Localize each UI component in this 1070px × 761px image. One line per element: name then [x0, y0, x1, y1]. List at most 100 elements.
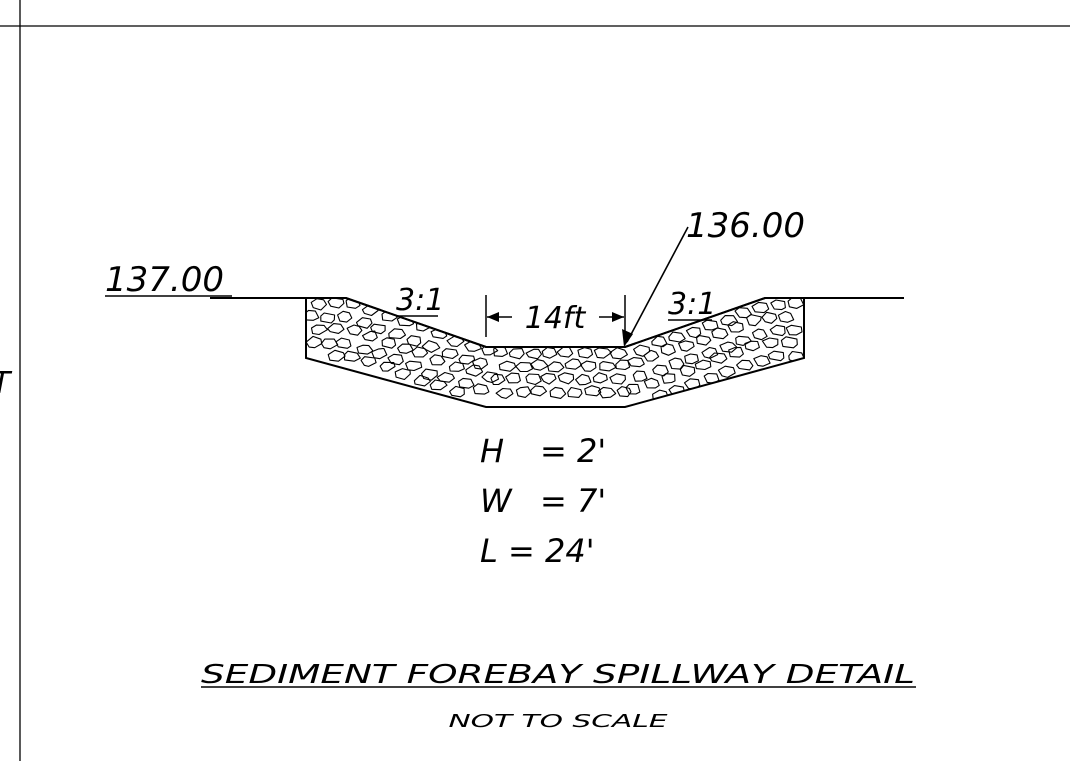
riprap-stone: [327, 323, 345, 334]
riprap-stone: [751, 328, 768, 341]
riprap-stone: [627, 356, 645, 368]
riprap-stone: [490, 373, 506, 386]
riprap-stone: [678, 340, 695, 352]
riprap-stone: [609, 347, 628, 360]
dimension-arrow-left: [487, 312, 499, 322]
riprap-stone: [711, 327, 729, 340]
riprap-stone: [465, 364, 484, 377]
riprap-stone: [761, 337, 779, 349]
riprap-stone: [577, 347, 594, 359]
riprap-stone: [405, 360, 423, 372]
riprap-stone: [515, 361, 534, 373]
riprap-stone: [371, 347, 388, 360]
width-spec-value: = 7': [540, 482, 606, 520]
riprap-stone: [441, 348, 459, 360]
riprap-stone: [449, 385, 465, 398]
riprap-stone: [493, 345, 509, 357]
riprap-stone: [421, 340, 441, 353]
riprap-stone: [327, 349, 346, 362]
riprap-stone: [579, 360, 597, 372]
riprap-stone: [379, 361, 396, 372]
riprap-stone: [436, 371, 455, 383]
riprap-stone: [684, 353, 699, 365]
bottom-width-label: 14ft: [525, 301, 587, 336]
riprap-stone: [343, 350, 361, 362]
riprap-stone: [616, 386, 632, 398]
riprap-stone: [652, 364, 669, 377]
right-slope-label: 3:1: [668, 287, 716, 322]
riprap-stone: [327, 298, 345, 309]
riprap-stone: [429, 354, 446, 366]
riprap-stone: [643, 349, 660, 362]
riprap-stone: [541, 346, 558, 359]
riprap-section-outline: [305, 297, 805, 408]
riprap-stone: [787, 298, 804, 309]
riprap-stone: [761, 311, 778, 324]
riprap-stone: [557, 372, 575, 385]
riprap-stone: [597, 386, 617, 399]
length-spec-value: = 24': [508, 532, 595, 570]
riprap-stone: [770, 299, 786, 311]
riprap-stone: [736, 359, 754, 371]
riprap-stone: [575, 373, 592, 386]
riprap-stone: [413, 374, 431, 387]
riprap-stone: [592, 372, 608, 384]
riprap-stone: [498, 360, 517, 372]
riprap-stone: [661, 373, 676, 384]
riprap-stone: [458, 354, 476, 365]
riprap-stone: [458, 377, 475, 389]
riprap-stone: [727, 321, 744, 333]
riprap-stone: [310, 298, 328, 311]
riprap-stone: [643, 377, 660, 389]
riprap-stone: [785, 324, 803, 336]
riprap-stone: [515, 386, 532, 398]
riprap-stone: [615, 359, 631, 371]
riprap-stone: [411, 346, 429, 358]
riprap-stone: [567, 386, 583, 398]
riprap-stone: [549, 386, 567, 399]
riprap-stone: [751, 301, 770, 314]
riprap-stone: [525, 373, 542, 386]
riprap-stone: [355, 317, 373, 329]
riprap-stone: [310, 324, 328, 336]
riprap-stone: [306, 309, 320, 321]
dimension-arrow-right: [612, 312, 624, 322]
riprap-stone: [632, 370, 648, 382]
bottom-elevation-label: 136.00: [686, 206, 805, 246]
riprap-stone: [472, 383, 490, 395]
riprap-stone: [495, 387, 514, 399]
riprap-stone: [633, 344, 651, 357]
height-spec-letter: H: [480, 432, 504, 470]
top-elevation-label: 137.00: [105, 260, 224, 300]
edge-cut-letter: T: [0, 366, 13, 401]
riprap-stone: [356, 344, 374, 355]
riprap-stone: [719, 341, 738, 353]
riprap-stone: [735, 335, 752, 346]
riprap-stone: [746, 314, 762, 327]
detail-subtitle: NOT TO SCALE: [449, 711, 669, 732]
riprap-stone: [668, 331, 686, 343]
riprap-stone: [361, 330, 378, 342]
riprap-stone: [753, 355, 771, 367]
riprap-stone: [720, 315, 739, 327]
riprap-stone: [609, 373, 626, 385]
riprap-stone: [481, 371, 500, 384]
riprap-stone: [530, 385, 548, 397]
riprap-stone: [694, 359, 712, 371]
riprap-stone: [406, 335, 422, 347]
riprap-stone: [696, 335, 712, 346]
riprap-stone: [701, 319, 719, 331]
riprap-stone: [767, 350, 785, 362]
riprap-stone: [660, 343, 676, 356]
riprap-stone: [584, 385, 602, 397]
riprap-stone: [387, 353, 404, 366]
riprap-stone: [556, 345, 574, 358]
riprap-stone: [709, 352, 728, 364]
riprap-stone: [530, 359, 549, 371]
riprap-stone: [525, 348, 543, 360]
riprap-stone: [471, 357, 489, 370]
riprap-stone: [728, 346, 744, 358]
riprap-stone: [508, 348, 525, 360]
riprap-stone: [547, 361, 565, 373]
riprap-stone: [685, 326, 702, 339]
